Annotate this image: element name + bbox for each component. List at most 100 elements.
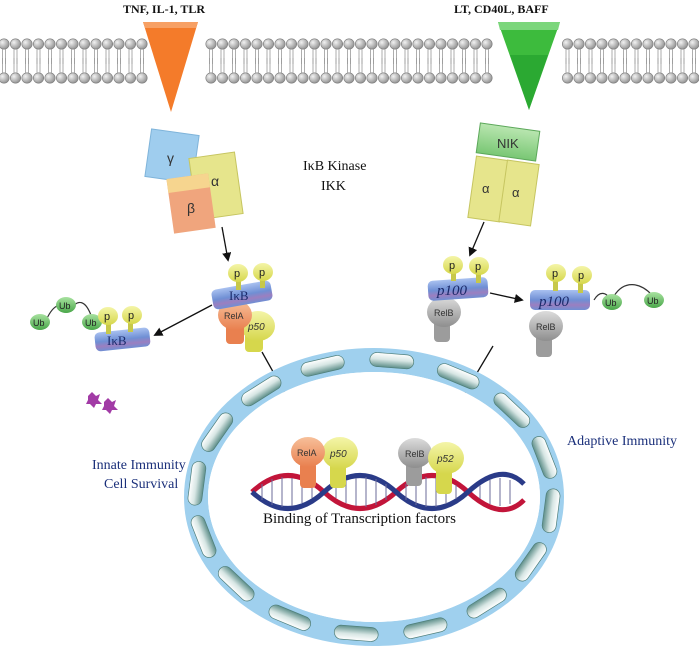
- lipid-head: [44, 72, 56, 84]
- lipid-head: [653, 72, 665, 84]
- lipid-head: [607, 38, 619, 50]
- p100-label-right: p100: [538, 294, 570, 310]
- lipid-head: [331, 72, 343, 84]
- lipid-head: [377, 38, 389, 50]
- ikb-label-bound: IκB: [229, 288, 249, 303]
- relb-label-left: RelB: [434, 308, 454, 318]
- lipid-head: [0, 38, 10, 50]
- lipid-head: [584, 38, 596, 50]
- nuclear-envelope-segment: [190, 515, 217, 558]
- lipid-head: [32, 38, 44, 50]
- lipid-head: [217, 38, 229, 50]
- lipid-head: [308, 72, 320, 84]
- lipid-head: [561, 38, 573, 50]
- lipid-head: [102, 72, 114, 84]
- lipid-head: [653, 38, 665, 50]
- lipid-head: [10, 38, 21, 50]
- lipid-head: [596, 72, 608, 84]
- p50-label-nucleus: p50: [329, 449, 347, 460]
- nik-alpha-right: α: [512, 185, 520, 200]
- lipid-head: [55, 72, 67, 84]
- lipid-head: [79, 38, 91, 50]
- lipid-head: [596, 38, 608, 50]
- ub-label-4: Ub: [605, 298, 617, 308]
- phospho-4-label: p: [128, 310, 134, 322]
- p50-label-cytoplasm: p50: [247, 322, 265, 333]
- lipid-head: [688, 72, 699, 84]
- lipid-head: [561, 72, 573, 84]
- lipid-head: [630, 38, 642, 50]
- ikk-alpha-label: α: [211, 173, 219, 189]
- nuclear-relb-p52: RelB p52: [398, 438, 464, 494]
- lipid-head: [55, 38, 67, 50]
- lipid-head: [21, 72, 33, 84]
- lipid-head: [412, 72, 424, 84]
- lipid-head: [573, 72, 585, 84]
- nuclear-envelope-segment: [541, 488, 561, 533]
- lipid-head: [0, 72, 10, 84]
- phospho-5-label: p: [449, 260, 455, 272]
- nuclear-envelope-segment: [514, 542, 547, 582]
- lipid-head: [79, 72, 91, 84]
- lipid-head: [113, 38, 125, 50]
- p100-label-left: p100: [436, 283, 468, 299]
- relb-label-nucleus: RelB: [405, 449, 425, 459]
- lipid-head: [217, 72, 229, 84]
- phospho-8-label: p: [578, 270, 584, 282]
- lipid-head: [10, 72, 21, 84]
- lipid-head: [343, 38, 355, 50]
- cell-survival-label: Cell Survival: [104, 477, 178, 492]
- lipid-head: [125, 38, 137, 50]
- lipid-head: [251, 38, 263, 50]
- ikb-rela-p50-complex: p50 RelA IκB p p: [211, 263, 275, 352]
- nuclear-envelope-segment: [201, 412, 234, 452]
- lipid-head: [676, 38, 688, 50]
- p100-relb-complex-left: RelB p100 p p: [427, 256, 489, 342]
- lipid-head: [389, 38, 401, 50]
- lipid-head: [320, 72, 332, 84]
- lipid-head: [205, 72, 217, 84]
- lipid-head: [630, 72, 642, 84]
- lipid-head: [228, 38, 240, 50]
- lipid-head: [343, 72, 355, 84]
- lipid-head: [90, 72, 102, 84]
- lipid-head: [297, 72, 309, 84]
- lipid-head: [619, 72, 631, 84]
- receptor-right-green: [498, 22, 560, 110]
- lipid-head: [240, 72, 252, 84]
- lipid-head: [423, 72, 435, 84]
- nuclear-envelope-segment: [493, 392, 531, 428]
- nik-alpha-left: α: [482, 181, 490, 196]
- lipid-head: [400, 72, 412, 84]
- receptor-left-label: TNF, IL-1, TLR: [123, 2, 205, 16]
- nuclear-envelope-segment: [241, 375, 282, 407]
- rela-label-cytoplasm: RelA: [224, 311, 244, 321]
- phospho-2-label: p: [259, 267, 265, 279]
- lipid-head: [125, 72, 137, 84]
- nuclear-envelope-segment: [436, 363, 480, 390]
- lipid-head: [469, 38, 481, 50]
- ikk-complex: γ α β: [144, 128, 244, 234]
- ikk-title-line1: IκB Kinase: [303, 159, 366, 174]
- lipid-head: [67, 72, 79, 84]
- lipid-head: [584, 72, 596, 84]
- lipid-head: [274, 38, 286, 50]
- lipid-head: [331, 38, 343, 50]
- nuclear-envelope-segment: [466, 587, 507, 619]
- nuclear-envelope-segment: [531, 436, 558, 479]
- lipid-head: [446, 72, 458, 84]
- phospho-1-label: p: [234, 268, 240, 280]
- nuclear-envelope-segment: [187, 461, 207, 506]
- ub-label-3: Ub: [85, 318, 97, 328]
- lipid-head: [469, 72, 481, 84]
- ub-label-5: Ub: [647, 296, 659, 306]
- lipid-head: [320, 38, 332, 50]
- lipid-head: [642, 72, 654, 84]
- phospho-6-label: p: [475, 261, 481, 273]
- nuclear-pore-segments: [187, 352, 561, 642]
- ikk-beta-label: β: [187, 200, 195, 216]
- lipid-head: [240, 38, 252, 50]
- rela-label-nucleus: RelA: [297, 448, 317, 458]
- lipid-head: [113, 72, 125, 84]
- phospho-3-label: p: [104, 311, 110, 323]
